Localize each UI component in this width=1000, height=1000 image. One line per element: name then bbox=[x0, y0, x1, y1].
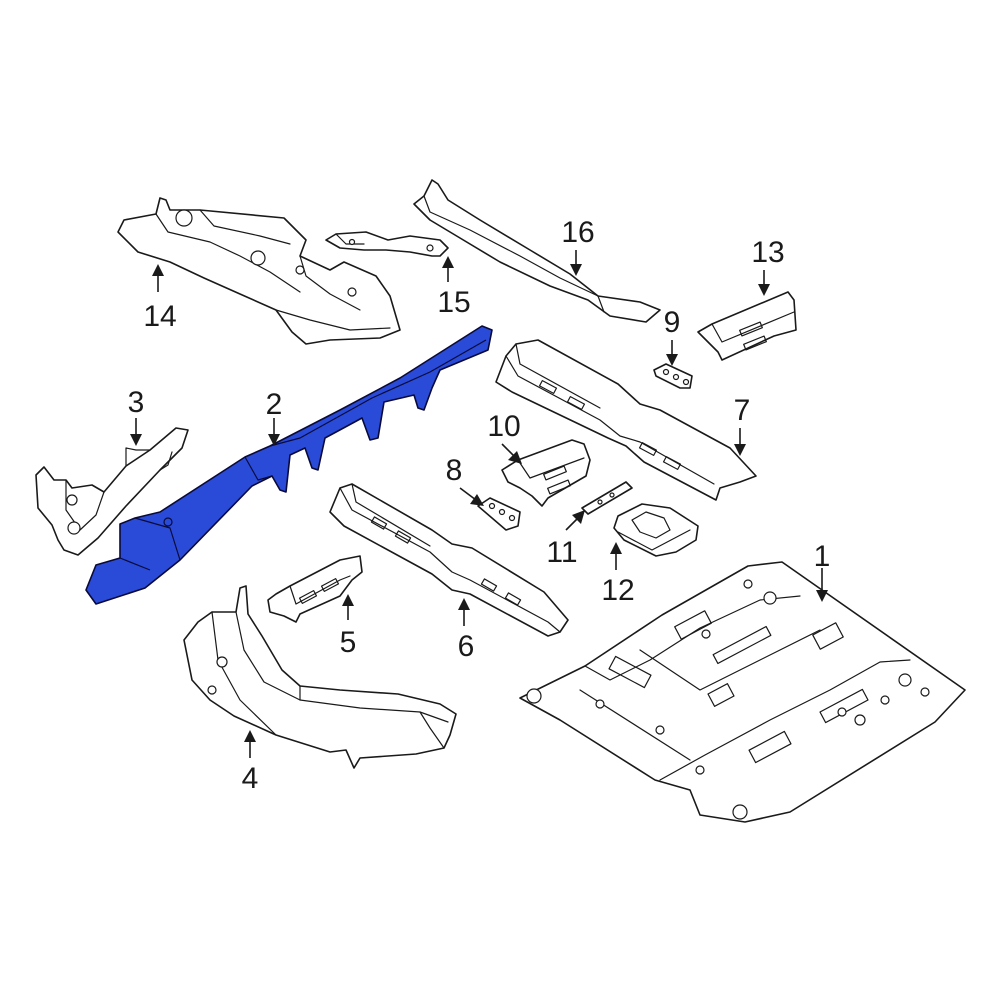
part-15-bracket[interactable] bbox=[325, 231, 449, 257]
part-12-plate[interactable] bbox=[613, 503, 699, 557]
arrow-5 bbox=[342, 594, 354, 606]
callout-10: 10 bbox=[487, 410, 520, 443]
part-3-front-bracket[interactable] bbox=[35, 427, 189, 556]
callout-13: 13 bbox=[751, 236, 784, 269]
arrow-13 bbox=[758, 284, 770, 296]
part-16-reinforcement[interactable] bbox=[413, 179, 661, 323]
part-6-crossmember[interactable] bbox=[329, 483, 569, 637]
callout-14: 14 bbox=[143, 300, 176, 333]
leader-8 bbox=[459, 487, 477, 501]
part-1-floor-pan[interactable] bbox=[519, 561, 966, 823]
part-7-crossmember[interactable] bbox=[495, 339, 757, 501]
leader-lines bbox=[130, 250, 828, 758]
callout-2: 2 bbox=[266, 388, 283, 421]
part-13-bracket[interactable] bbox=[697, 291, 797, 361]
part-11-strip[interactable] bbox=[581, 481, 633, 515]
arrow-7 bbox=[734, 444, 746, 456]
arrow-6 bbox=[458, 598, 470, 610]
callout-16: 16 bbox=[561, 216, 594, 249]
callouts: 1 2 3 4 5 6 7 8 9 10 11 12 13 14 15 16 bbox=[128, 216, 831, 795]
callout-4: 4 bbox=[242, 762, 259, 795]
callout-5: 5 bbox=[340, 626, 357, 659]
part-14-frame-section[interactable] bbox=[117, 197, 401, 345]
callout-11: 11 bbox=[546, 536, 577, 569]
callout-3: 3 bbox=[128, 386, 145, 419]
part-2-fill bbox=[85, 325, 493, 605]
arrow-12 bbox=[610, 542, 622, 554]
arrow-16 bbox=[570, 264, 582, 276]
arrow-14 bbox=[152, 264, 164, 276]
arrow-10 bbox=[508, 451, 522, 464]
callout-15: 15 bbox=[437, 286, 470, 319]
callout-8: 8 bbox=[446, 454, 463, 487]
callout-1: 1 bbox=[814, 540, 831, 573]
arrow-8 bbox=[470, 494, 484, 506]
leader-11 bbox=[565, 517, 579, 531]
callout-6: 6 bbox=[458, 630, 475, 663]
part-5-bracket[interactable] bbox=[267, 555, 363, 623]
arrow-3 bbox=[130, 434, 142, 446]
part-2-floor-side-rail[interactable] bbox=[85, 325, 493, 605]
arrow-11 bbox=[572, 510, 585, 524]
leader-10 bbox=[501, 443, 515, 457]
callout-9: 9 bbox=[664, 306, 681, 339]
arrow-2 bbox=[268, 434, 280, 446]
arrow-15 bbox=[442, 256, 454, 268]
arrow-9 bbox=[666, 354, 678, 366]
callout-12: 12 bbox=[601, 574, 634, 607]
part-8-plate[interactable] bbox=[477, 497, 521, 531]
part-10-bracket[interactable] bbox=[501, 439, 591, 507]
arrow-4 bbox=[244, 730, 256, 742]
arrow-1 bbox=[816, 590, 828, 602]
callout-7: 7 bbox=[734, 394, 751, 427]
part-9-plate[interactable] bbox=[653, 363, 693, 389]
part-4-rear-rail[interactable] bbox=[183, 585, 457, 769]
